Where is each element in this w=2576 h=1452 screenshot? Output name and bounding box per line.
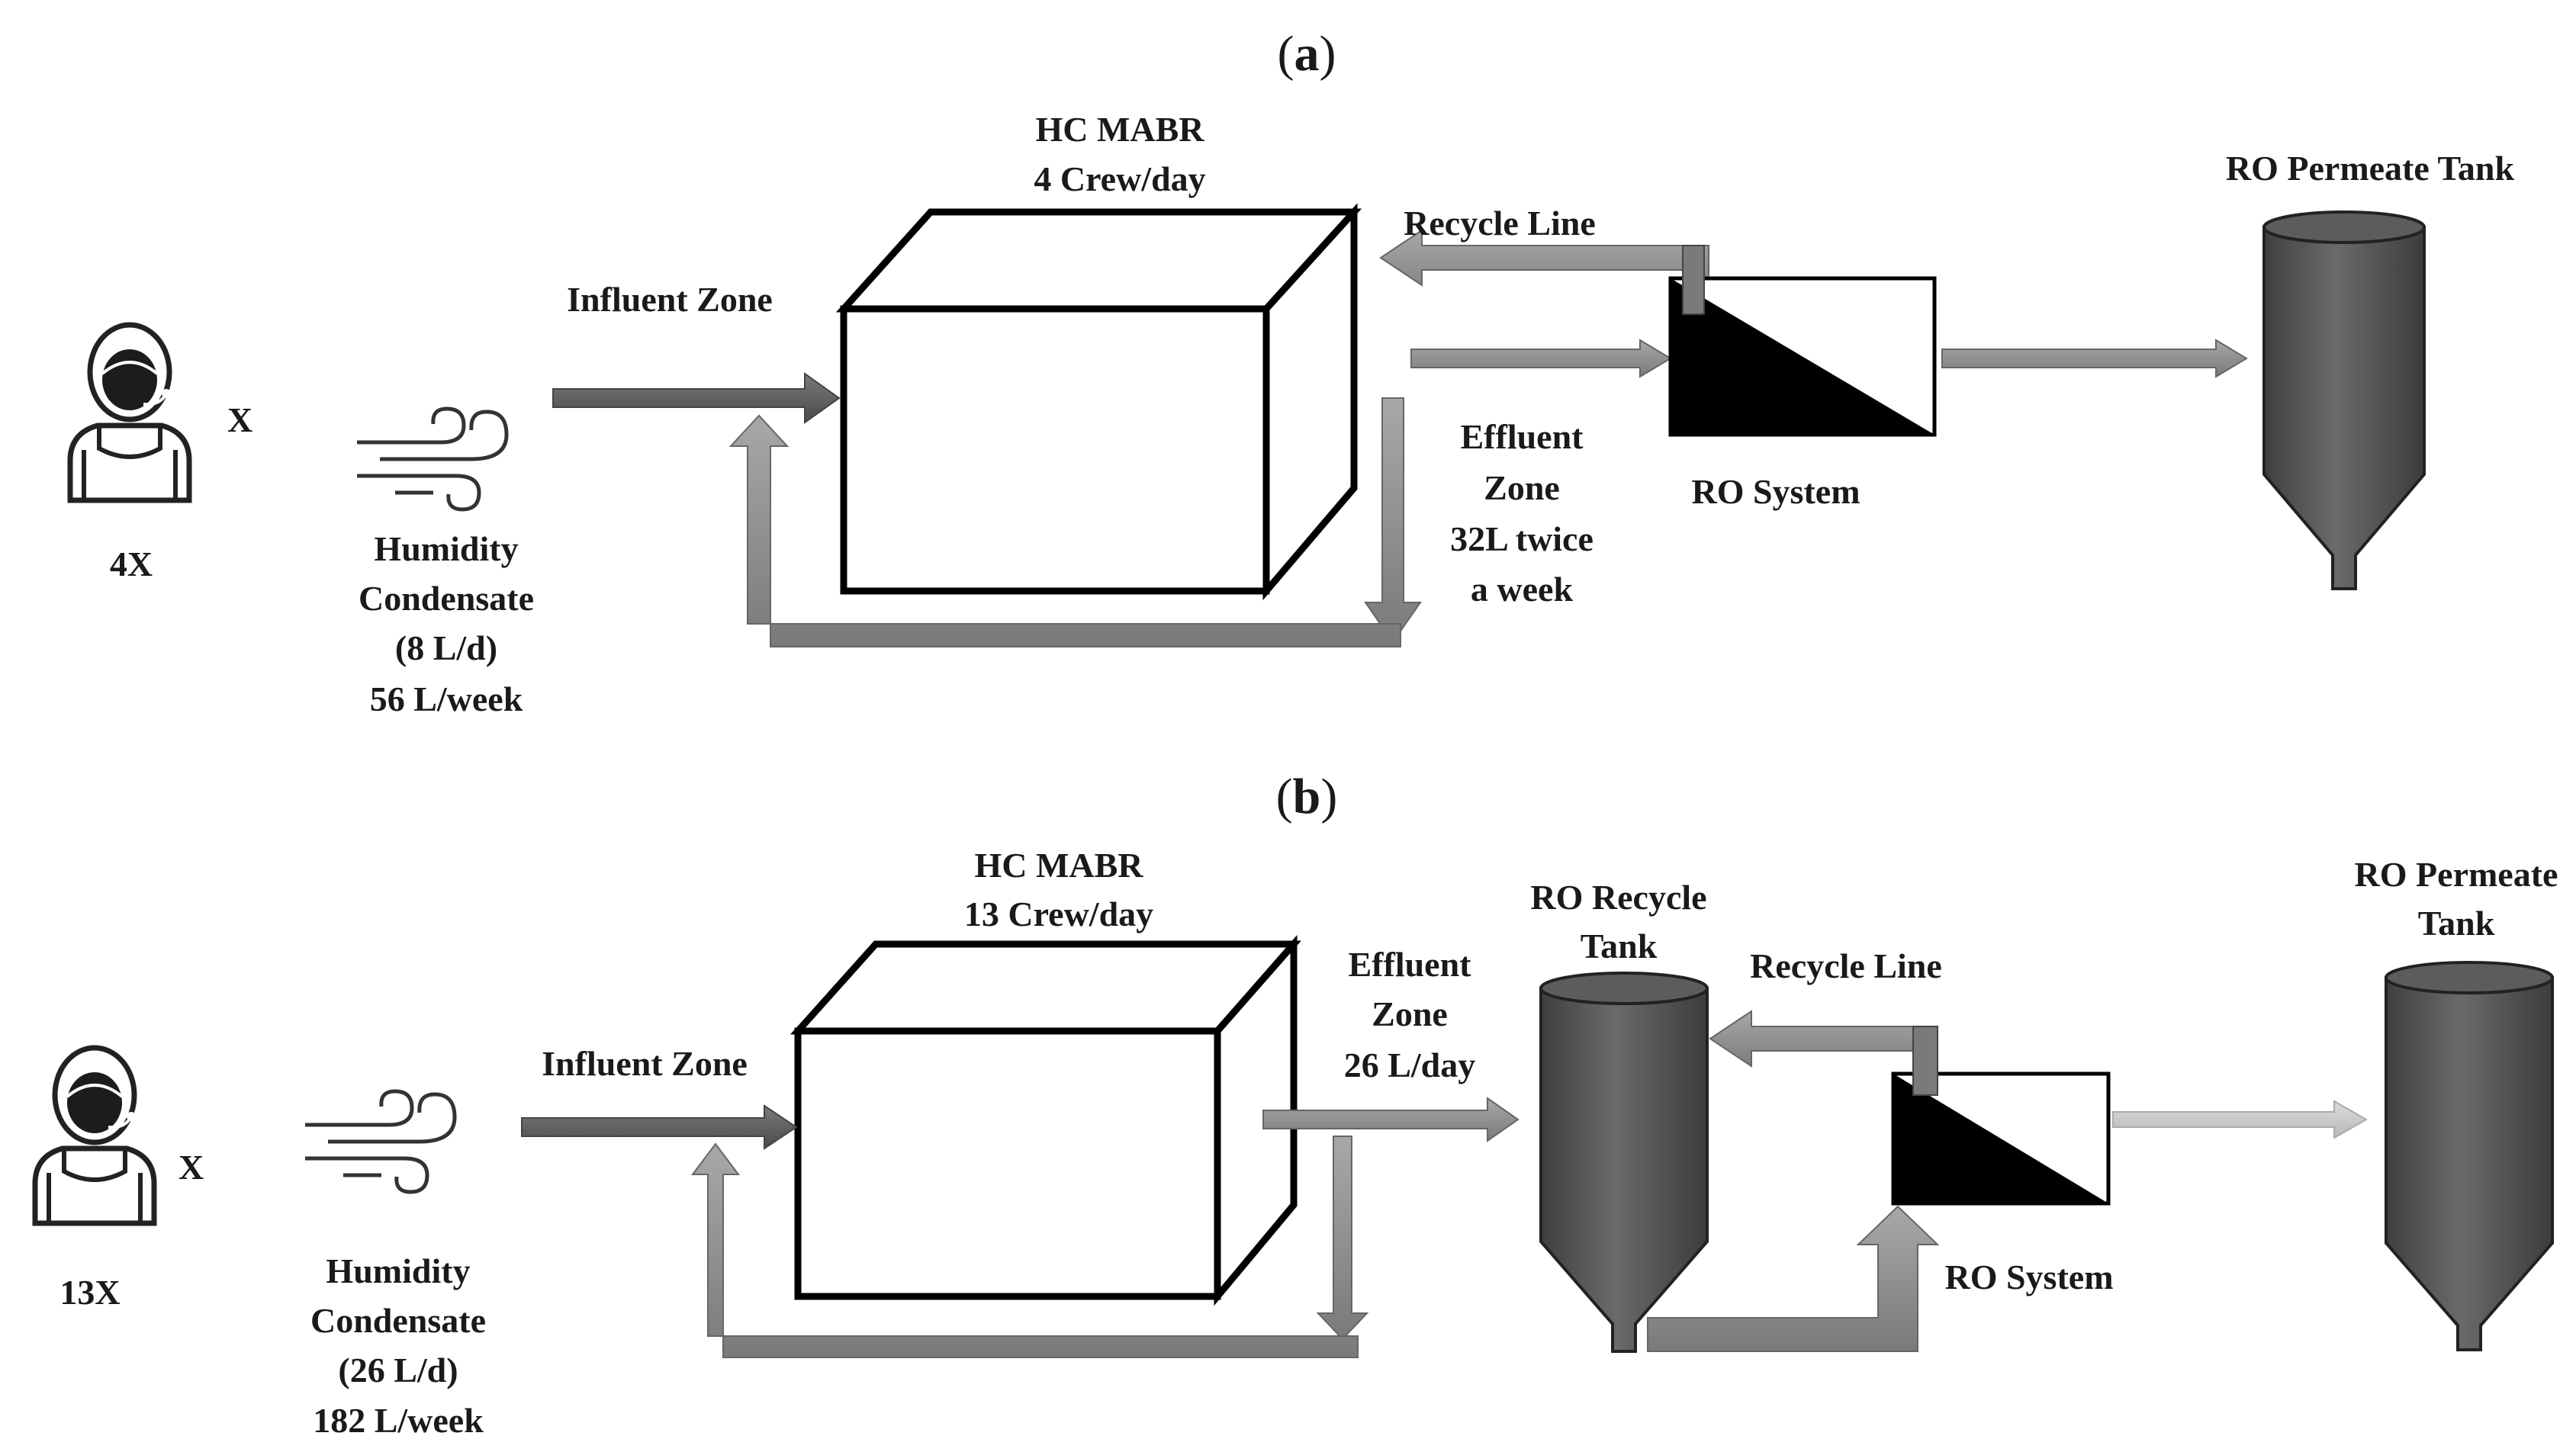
reactor-box xyxy=(835,203,1362,601)
return-loop-arrow xyxy=(691,1142,1359,1358)
effluent-label: Effluent Zone 32L twice a week xyxy=(1450,417,1594,609)
permeate-tank xyxy=(2385,961,2554,1351)
permeate-tank-label-line2: Tank xyxy=(2418,904,2495,943)
svg-text:Effluent: Effluent xyxy=(1349,945,1472,984)
svg-text:Humidity: Humidity xyxy=(326,1251,470,1290)
recycle-tank-label: RO Recycle xyxy=(1530,878,1706,917)
reactor-capacity: 4 Crew/day xyxy=(1034,159,1205,198)
svg-text:Condensate: Condensate xyxy=(359,579,534,618)
svg-text:Humidity: Humidity xyxy=(374,529,518,568)
influent-label: Influent Zone xyxy=(567,280,773,319)
svg-text:a week: a week xyxy=(1471,570,1574,609)
recycle-line-arrow xyxy=(1709,1010,1938,1068)
recycle-tank xyxy=(1539,972,1709,1353)
permeate-arrow xyxy=(2112,1100,2369,1139)
panel-a: (a) X 4X Humidity Condensate (8 L/d) 56 … xyxy=(70,26,2515,718)
svg-text:182 L/week: 182 L/week xyxy=(313,1401,484,1440)
crew-multiplier: X xyxy=(227,400,252,439)
astronaut-icon xyxy=(70,325,189,500)
feed-to-ro-arrow xyxy=(1410,339,1672,378)
astronaut-icon xyxy=(35,1048,154,1223)
effluent-label: Effluent Zone 26 L/day xyxy=(1344,945,1476,1084)
svg-text:32L twice: 32L twice xyxy=(1450,519,1594,558)
humidity-label: Humidity Condensate (26 L/d) 182 L/week xyxy=(310,1251,486,1440)
influent-arrow xyxy=(521,1104,798,1150)
svg-text:Condensate: Condensate xyxy=(310,1301,486,1340)
permeate-tank-label: RO Permeate xyxy=(2355,855,2558,894)
svg-text:(8 L/d): (8 L/d) xyxy=(395,628,497,667)
return-loop-arrow xyxy=(728,414,1401,647)
permeate-tank xyxy=(2262,210,2426,590)
svg-text:56 L/week: 56 L/week xyxy=(370,679,523,718)
reactor-label: HC MABR xyxy=(1035,110,1204,149)
humidity-label: Humidity Condensate (8 L/d) 56 L/week xyxy=(359,529,534,718)
reactor-label: HC MABR xyxy=(974,846,1143,885)
svg-text:Zone: Zone xyxy=(1484,468,1560,507)
permeate-arrow xyxy=(1941,339,2248,378)
wind-icon xyxy=(357,409,507,509)
influent-label: Influent Zone xyxy=(542,1044,748,1083)
panel-b: (b) X 13X Humidity Condensate (26 L/d) 1… xyxy=(35,769,2558,1440)
svg-text:Effluent: Effluent xyxy=(1461,417,1584,456)
effluent-down-arrow xyxy=(1316,1136,1369,1341)
crew-count: 4X xyxy=(110,544,153,583)
ro-system xyxy=(1891,1026,2111,1206)
influent-arrow xyxy=(552,372,841,424)
ro-system-label: RO System xyxy=(1944,1258,2113,1296)
crew-count: 13X xyxy=(59,1273,120,1312)
panel-a-label: (a) xyxy=(1278,26,1336,82)
wind-icon xyxy=(305,1091,455,1192)
reactor-box xyxy=(790,935,1301,1306)
recycle-line-label: Recycle Line xyxy=(1750,946,1942,985)
effluent-arrow xyxy=(1262,1097,1520,1142)
recycle-tank-label-line2: Tank xyxy=(1581,927,1658,965)
ro-system-label: RO System xyxy=(1691,472,1860,511)
reactor-capacity: 13 Crew/day xyxy=(964,895,1153,933)
svg-text:26 L/day: 26 L/day xyxy=(1344,1046,1476,1084)
svg-text:Zone: Zone xyxy=(1372,994,1448,1033)
ro-system xyxy=(1668,245,1937,437)
svg-text:(26 L/d): (26 L/d) xyxy=(338,1351,458,1389)
panel-b-label: (b) xyxy=(1276,769,1338,824)
recycle-line-label: Recycle Line xyxy=(1404,204,1596,243)
crew-multiplier: X xyxy=(178,1148,204,1187)
permeate-tank-label: RO Permeate Tank xyxy=(2226,149,2515,188)
feed-to-ro-arrow xyxy=(1647,1205,1940,1352)
effluent-down-arrow xyxy=(1364,397,1422,644)
